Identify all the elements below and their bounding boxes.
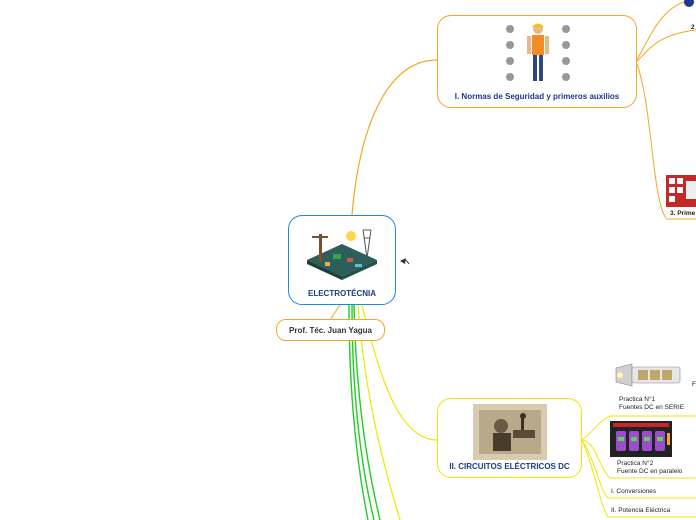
connector-dc-conv — [581, 439, 609, 499]
practica1-title: Practica N°1 — [619, 396, 656, 403]
safety-equipment-worker-image — [506, 23, 570, 81]
central-node[interactable]: ELECTROTÉCNIA — [288, 215, 396, 305]
potencia-label[interactable]: II. Potencia Eléctrica — [611, 507, 671, 514]
electrical-circuit-board-image — [307, 229, 377, 280]
dc-title: II. CIRCUITOS ELÉCTRICOS DC — [449, 462, 570, 471]
conversiones-label[interactable]: I. Conversiones — [611, 488, 657, 495]
first-aid-icons-image — [666, 175, 696, 207]
parallel-batteries-image — [610, 421, 672, 457]
safety-title: I. Normas de Seguridad y primeros auxili… — [454, 92, 620, 101]
practica2-subtitle: Fuente DC en paralelo — [617, 468, 683, 475]
author-node[interactable]: Prof. Téc. Juan Yagua — [276, 319, 385, 341]
safety-sub2-label: 2 — [691, 24, 695, 31]
connector-dc-p1 — [581, 415, 611, 441]
edison-lab-photo-image — [473, 404, 547, 460]
expand-arrow-icon — [400, 258, 410, 265]
practica2-title: Practica N°2 — [617, 460, 654, 467]
connector-central-safety — [351, 59, 438, 216]
dc-branch-node[interactable]: II. CIRCUITOS ELÉCTRICOS DC — [437, 398, 582, 478]
connector-safety-sub2 — [635, 29, 696, 63]
connector-safety-sub3 — [635, 61, 667, 219]
connector-dc-p2 — [581, 439, 611, 479]
safety-sub3-label: 3. Prime — [670, 210, 696, 217]
author-label: Prof. Téc. Juan Yagua — [289, 325, 372, 335]
safety-branch-node[interactable]: I. Normas de Seguridad y primeros auxili… — [437, 15, 637, 108]
connector-safety-sub1 — [635, 1, 685, 63]
safety-sub1-icon — [684, 0, 694, 7]
flashlight-series-image — [615, 363, 681, 387]
connector-central-author — [329, 304, 341, 321]
practica1-subtitle: Fuentes DC en SERIE — [619, 404, 685, 411]
edge-letter: F — [692, 381, 696, 388]
connector-dc-pot — [581, 439, 609, 518]
central-title: ELECTROTÉCNIA — [308, 289, 376, 298]
